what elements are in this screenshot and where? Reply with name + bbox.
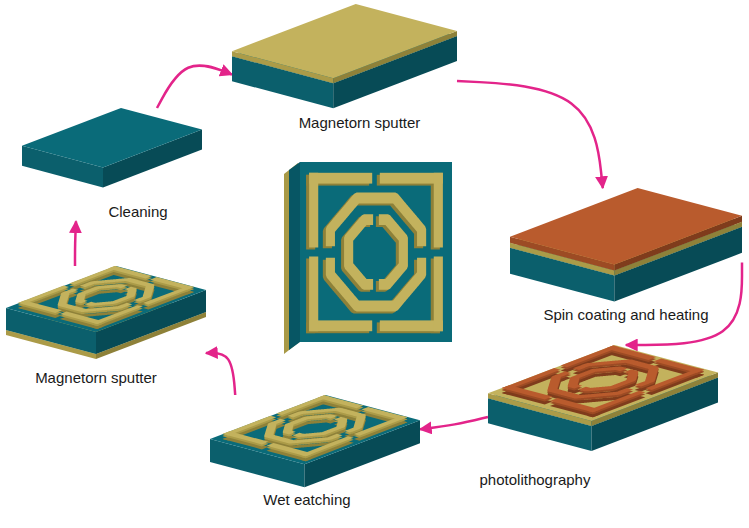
process-step: Wet eatching <box>210 389 420 509</box>
split-ring <box>582 371 644 393</box>
process-step: Cleaning <box>22 102 202 221</box>
frame-bar <box>309 173 372 184</box>
step-label: Spin coating and heating <box>510 306 742 324</box>
orange-layer-top <box>510 188 742 265</box>
frame-bar <box>380 173 443 184</box>
pattern-side <box>18 271 194 329</box>
teal-layer-top <box>6 266 206 332</box>
split-ring <box>70 283 124 302</box>
split-ring <box>296 418 353 438</box>
substrate-side <box>289 162 300 350</box>
wafer-stack <box>22 108 202 187</box>
wafer-illustration <box>22 102 202 189</box>
frame-bar <box>434 257 443 332</box>
wafer-stack <box>510 188 742 302</box>
step-label: photolithography <box>420 471 650 489</box>
process-arrow <box>206 353 235 395</box>
gold-layer-top <box>488 345 718 421</box>
wafer-illustration <box>210 389 420 489</box>
frame-bar <box>434 173 443 248</box>
pattern-top <box>223 395 408 456</box>
process-arrow <box>420 417 488 429</box>
split-ring <box>379 220 403 285</box>
wafer-stack <box>6 266 206 359</box>
wafer-illustration <box>488 339 718 453</box>
split-ring <box>330 258 421 306</box>
process-step: Magnetorn sputter <box>6 260 206 387</box>
step-label: Magnetorn sputter <box>0 369 196 387</box>
pattern-side <box>223 397 408 458</box>
pattern-side <box>502 348 704 415</box>
wafer-stack <box>210 395 420 487</box>
pattern-side <box>306 175 440 333</box>
process-step: Magnetorn sputter <box>232 0 457 132</box>
pattern-side <box>18 268 194 326</box>
split-ring <box>88 288 142 307</box>
pattern-top <box>18 266 194 324</box>
wafer-stack <box>488 345 718 451</box>
pattern-side <box>502 351 704 418</box>
split-ring <box>562 365 624 387</box>
split-ring <box>277 413 334 433</box>
step-label: Cleaning <box>48 203 228 221</box>
substrate-face <box>300 162 452 342</box>
frame-bar <box>380 320 443 331</box>
resonator-pattern <box>306 173 443 333</box>
process-arrow <box>157 66 232 108</box>
pattern-side <box>223 400 408 461</box>
step-label: Magnetorn sputter <box>247 114 472 132</box>
process-step: photolithography <box>488 339 718 489</box>
split-ring <box>330 198 421 246</box>
teal-layer-top <box>22 108 202 167</box>
gold-layer-top <box>232 4 457 78</box>
split-ring <box>349 220 373 285</box>
frame-bar <box>309 173 318 248</box>
process-arrow <box>457 81 603 188</box>
frame-bar <box>309 257 318 332</box>
wafer-stack <box>232 4 457 108</box>
wafer-illustration <box>6 260 206 361</box>
process-arrow <box>75 221 76 266</box>
step-label: Wet eatching <box>202 491 412 509</box>
wafer-illustration <box>232 0 457 110</box>
frame-bar <box>309 320 372 331</box>
teal-layer-top <box>210 395 420 464</box>
process-step: Spin coating and heating <box>510 182 742 324</box>
wafer-illustration <box>510 182 742 304</box>
pattern-top <box>309 173 443 331</box>
pattern-top <box>502 346 704 413</box>
